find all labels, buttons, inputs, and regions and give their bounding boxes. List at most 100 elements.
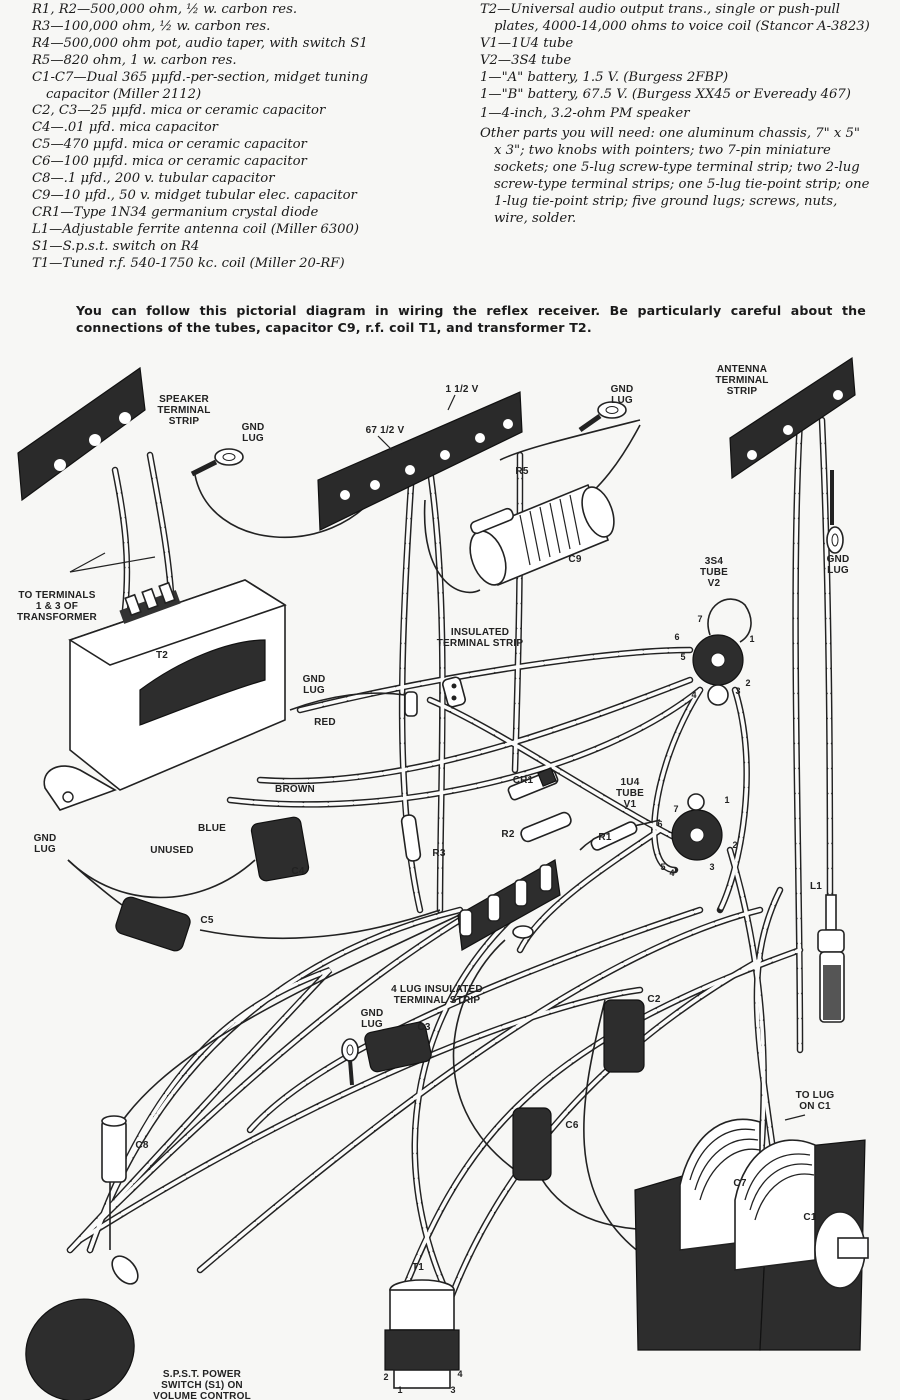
capacitor-c2 [603,999,645,1073]
speaker-terminal-strip [17,366,146,502]
parts-list-item: 1—"A" battery, 1.5 V. (Burgess 2FBP) [480,69,729,85]
label-gnd-lug: GND [611,384,634,395]
tube-socket-v2 [692,598,752,706]
gnd-lug-antenna [826,470,844,554]
label-r5: R5 [515,466,528,477]
parts-list-item: T2—Universal audio output trans., single… [480,2,870,34]
label-four-lug-terminal-strip: 4 LUG INSULATED [391,984,483,995]
v2-pin-label: 4 [691,690,696,700]
label-speaker-terminal-strip: SPEAKER [159,394,209,405]
label-cr1: CR1 [513,775,534,786]
parts-list-item: C1-C7—Dual 365 μμfd.-per-section, midget… [32,69,369,102]
transformer-t2 [43,579,287,811]
label-gnd-lug: LUG [242,433,264,444]
v2-pin-label: 2 [745,678,750,688]
label-gnd-lug: LUG [34,844,56,855]
label-gnd-lug: GND [242,422,265,433]
label-v2-tube: TUBE [700,567,728,578]
volume-control-r4 [25,1255,139,1400]
wire-inner [428,468,445,912]
label-power-switch: SWITCH (S1) ON [161,1380,243,1391]
parts-list-item: CR1—Type 1N34 germanium crystal diode [32,204,319,220]
label-v1-tube: TUBE [616,788,644,799]
label-r1: R1 [598,832,611,843]
v1-pin-label: 2 [732,840,737,850]
wire-inner [513,453,522,772]
label-gnd-lug: LUG [827,565,849,576]
tube-socket-v1 [671,793,723,861]
label-c5: C5 [200,915,213,926]
resistor-r5 [470,507,514,535]
label-gnd-lug: LUG [303,685,325,696]
tuning-capacitor-c1-c7 [634,1118,869,1351]
label-r2: R2 [501,829,514,840]
label-r3: R3 [432,848,445,859]
label-v2-tube: 3S4 [705,556,724,567]
gnd-lug-c3 [341,1038,359,1086]
parts-list-item: C8—.1 μfd., 200 v. tubular capacitor [32,171,275,187]
parts-list-left: R1, R2—500,000 ohm, ½ w. carbon res.R3—1… [32,2,432,273]
parts-list-right: T2—Universal audio output trans., single… [480,2,870,228]
label-blue: BLUE [198,823,226,834]
wire-inner [718,688,749,912]
parts-list-item: R4—500,000 ohm pot, audio taper, with sw… [32,35,368,51]
wire-inner [400,468,422,912]
t1-pin-label: 3 [450,1385,455,1395]
wire [66,916,464,1254]
gnd-lug-top-left [190,448,244,477]
resistor-r3 [400,814,422,862]
wire-inner [113,468,129,612]
parts-list-item: Other parts you will need: one aluminum … [480,126,870,226]
v1-pin-label: 7 [673,804,678,814]
rf-coil-t1 [384,1279,460,1389]
label-antenna-terminal-strip: ANTENNA [717,364,767,375]
t1-pin-label: 4 [457,1369,462,1379]
pointer-arrow [784,1114,806,1121]
resistor-r1 [590,821,638,851]
capacitor-c9 [469,483,615,587]
v2-pin-label: 1 [749,634,754,644]
label-c2: C2 [647,994,660,1005]
label-c7: C7 [733,1178,746,1189]
wire-inner [728,848,766,1172]
parts-list-item: V1—1U4 tube [480,35,574,51]
label-to-lug-on-c1: TO LUG [796,1090,835,1101]
label-power-switch: VOLUME CONTROL [153,1391,251,1400]
label-c1: C1 [803,1212,816,1223]
wire-inner [793,418,802,1052]
label-t2: T2 [156,650,168,661]
label-c9: C9 [568,554,581,565]
v2-pin-label: 5 [680,652,685,662]
parts-list-item: R3—100,000 ohm, ½ w. carbon res. [32,18,271,34]
label-speaker-terminal-strip: STRIP [169,416,200,427]
wire-inner [448,958,762,1302]
capacitor-c8 [101,1115,127,1183]
label-brown: BROWN [275,784,315,795]
parts-list-item: C9—10 μfd., 50 v. midget tubular elec. c… [32,187,357,203]
label-four-lug-terminal-strip: TERMINAL STRIP [394,995,481,1006]
battery-terminal-strip [317,391,523,531]
parts-list-item: C4—.01 μfd. mica capacitor [32,120,218,136]
label-gnd-lug: GND [34,833,57,844]
parts-list-item: 1—4-inch, 3.2-ohm PM speaker [480,106,690,122]
v2-pin-label: 7 [697,614,702,624]
antenna-terminal-strip [729,356,856,480]
wire-inner [820,418,832,912]
label-to-terminals: TRANSFORMER [17,612,98,623]
label-v1-tube: 1U4 [621,777,640,788]
parts-list-item: T1—Tuned r.f. 540-1750 kc. coil (Miller … [32,255,345,271]
label-l1: L1 [810,881,822,892]
label-c8: C8 [135,1140,148,1151]
wire-inner [68,918,462,1252]
capacitor-c5 [115,896,191,952]
label-t1: T1 [412,1262,424,1273]
capacitor-c4 [250,816,310,882]
label-to-terminals: TO TERMINALS [18,590,95,601]
insulated-terminal-strip [404,676,466,717]
wire-inner [398,948,802,1302]
label-unused: UNUSED [150,845,193,856]
label-red: RED [314,717,336,728]
label-gnd-lug: LUG [611,395,633,406]
label-antenna-terminal-strip: TERMINAL [715,375,768,386]
